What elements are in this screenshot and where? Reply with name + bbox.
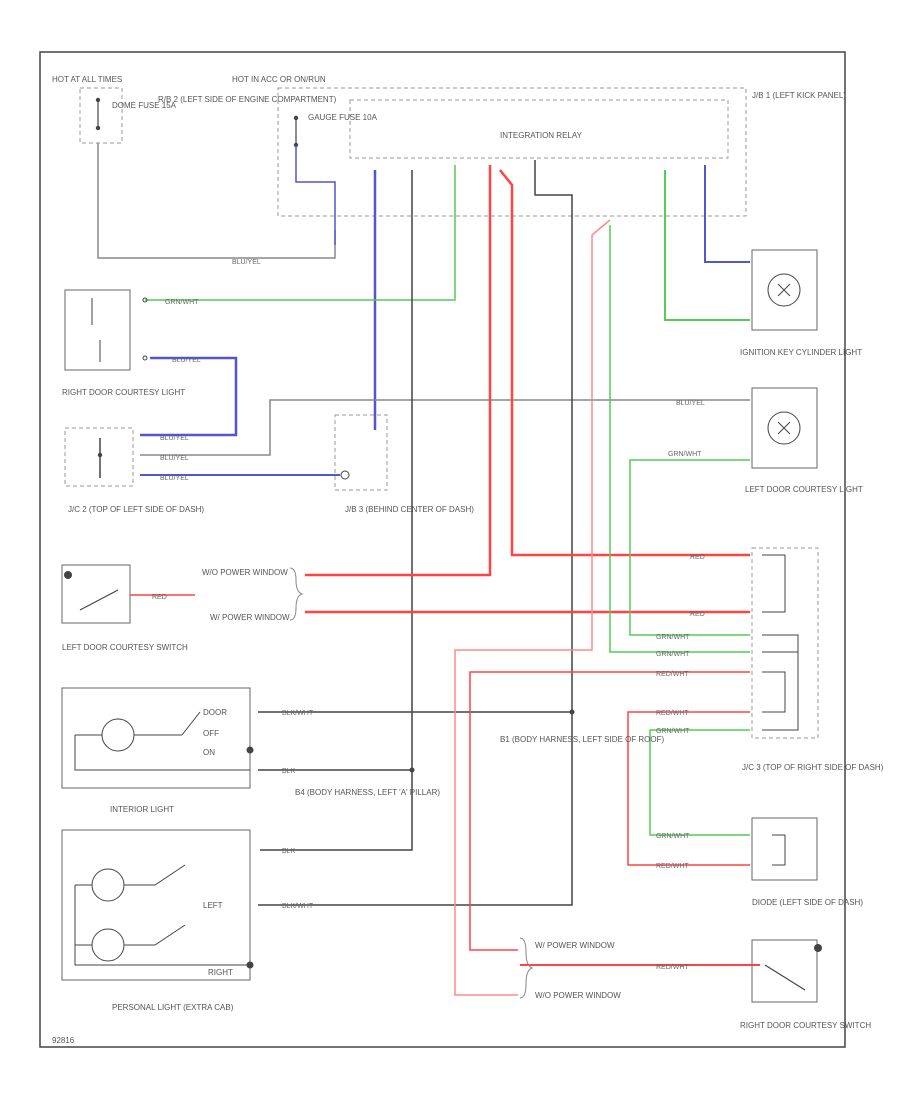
wire-label-red-wht-4: RED/WHT xyxy=(656,863,689,870)
label-wo-power-window: W/O POWER WINDOW xyxy=(202,568,288,577)
label-jc3: J/C 3 (TOP OF RIGHT SIDE OF DASH) xyxy=(742,763,884,772)
right-door-courtesy-switch: RIGHT DOOR COURTESY SWITCH xyxy=(740,939,871,1030)
wire-grn-ldcl-2 xyxy=(629,459,750,636)
wire-label-blu-yel-5: BLU/YEL xyxy=(160,475,189,482)
label-integration-relay: INTEGRATION RELAY xyxy=(500,131,583,140)
wire-label-red-1: RED xyxy=(152,594,167,601)
label-b1: B1 (BODY HARNESS, LEFT SIDE OF ROOF) xyxy=(500,735,665,744)
wire-red-diode-3 xyxy=(627,711,750,866)
junction-connector-jc2: J/C 2 (TOP OF LEFT SIDE OF DASH) xyxy=(64,427,204,514)
left-door-courtesy-light: LEFT DOOR COURTESY LIGHT xyxy=(745,387,863,494)
label-jb3: J/B 3 (BEHIND CENTER OF DASH) xyxy=(345,505,474,514)
wire-grn-ldcl xyxy=(609,225,750,653)
wire-grn-ikl xyxy=(664,170,750,321)
wire-grn-diode xyxy=(649,729,750,836)
wire-label-blu-yel-2: BLU/YEL xyxy=(172,357,201,364)
label-gauge-fuse: GAUGE FUSE 10A xyxy=(308,113,378,122)
label-hot-acc-run: HOT IN ACC OR ON/RUN xyxy=(232,75,326,84)
label-w-power-window-lower: W/ POWER WINDOW xyxy=(535,941,615,950)
wire-red-diode-2 xyxy=(469,671,750,951)
diagram-code: 92816 xyxy=(52,1036,75,1045)
wire-label-blu-yel-4: BLU/YEL xyxy=(160,455,189,462)
label-interior-light-off: OFF xyxy=(203,729,219,738)
wire-label-red-wht-2: RED/WHT xyxy=(656,964,689,971)
wire-blu-yel-jb xyxy=(295,145,336,245)
junction-block-jb1: HOT IN ACC OR ON/RUN GAUGE FUSE 10A INTE… xyxy=(232,75,846,217)
wire-label-red-3: RED xyxy=(690,611,705,618)
wire-blu-jc2-gray xyxy=(140,399,750,456)
label-personal-left: LEFT xyxy=(203,901,223,910)
label-interior-light-door: DOOR xyxy=(203,708,227,717)
wire-label-blk-2: BLK xyxy=(282,848,296,855)
wire-label-grn-wht-2: GRN/WHT xyxy=(668,451,702,458)
wire-label-blu-yel-6: BLU/YEL xyxy=(676,400,705,407)
fuse-block-rb2: HOT AT ALL TIMES DOME FUSE 15A R/B 2 (LE… xyxy=(52,75,337,144)
wire-blu-ikl xyxy=(704,165,750,263)
wire-label-grn-wht-6: GRN/WHT xyxy=(656,833,690,840)
junction-block-jb3: J/B 3 (BEHIND CENTER OF DASH) xyxy=(334,414,474,514)
label-right-door-courtesy-switch: RIGHT DOOR COURTESY SWITCH xyxy=(740,1021,871,1030)
wire-label-blk-1: BLK xyxy=(282,768,296,775)
wire-pink-diode-1 xyxy=(454,219,611,996)
wire-red-wo-pw xyxy=(305,165,492,577)
wire-blk-b1 xyxy=(258,160,573,906)
interior-light: DOOR OFF ON INTERIOR LIGHT xyxy=(61,687,254,814)
wire-blk-b4 xyxy=(260,170,413,851)
label-personal-right: RIGHT xyxy=(208,968,233,977)
label-interior-light: INTERIOR LIGHT xyxy=(110,805,174,814)
junction-connector-jc3: J/C 3 (TOP OF RIGHT SIDE OF DASH) xyxy=(742,547,884,772)
label-dome-fuse: DOME FUSE 15A xyxy=(112,101,177,110)
label-w-power-window: W/ POWER WINDOW xyxy=(210,613,290,622)
wire-red-jc3 xyxy=(499,169,750,557)
label-diode: DIODE (LEFT SIDE OF DASH) xyxy=(752,898,863,907)
wire-label-red-2: RED xyxy=(690,554,705,561)
label-rb2: R/B 2 (LEFT SIDE OF ENGINE COMPARTMENT) xyxy=(158,95,337,104)
label-personal-light: PERSONAL LIGHT (EXTRA CAB) xyxy=(112,1003,234,1012)
personal-light: LEFT RIGHT PERSONAL LIGHT (EXTRA CAB) xyxy=(61,829,254,1012)
wire-label-grn-wht-4: GRN/WHT xyxy=(656,651,690,658)
label-interior-light-on: ON xyxy=(203,748,215,757)
label-jb1: J/B 1 (LEFT KICK PANEL) xyxy=(752,91,846,100)
wire-grn-rdcl xyxy=(145,165,456,301)
wire-label-red-wht-3: RED/WHT xyxy=(656,710,689,717)
label-wo-power-window-lower: W/O POWER WINDOW xyxy=(535,991,621,1000)
wire-label-blk-wht-2: BLK/WHT xyxy=(282,903,314,910)
wire-label-blk-wht-1: BLK/WHT xyxy=(282,710,314,717)
label-ignition-key-light: IGNITION KEY CYLINDER LIGHT xyxy=(740,348,862,357)
wire-label-red-wht-1: RED/WHT xyxy=(656,671,689,678)
ignition-key-cylinder-light: IGNITION KEY CYLINDER LIGHT xyxy=(740,249,862,357)
diagram-frame xyxy=(39,51,846,1048)
label-right-door-courtesy-light: RIGHT DOOR COURTESY LIGHT xyxy=(62,388,185,397)
label-b4: B4 (BODY HARNESS, LEFT 'A' PILLAR) xyxy=(295,788,440,797)
right-door-courtesy-light: RIGHT DOOR COURTESY LIGHT xyxy=(62,289,185,397)
wire-label-grn-wht-5: GRN/WHT xyxy=(656,728,690,735)
label-left-door-courtesy-switch: LEFT DOOR COURTESY SWITCH xyxy=(62,643,188,652)
wire-label-blu-yel-1: BLU/YEL xyxy=(232,259,261,266)
label-hot-all-times: HOT AT ALL TIMES xyxy=(52,75,122,84)
wire-label-blu-yel-3: BLU/YEL xyxy=(160,435,189,442)
label-left-door-courtesy-light: LEFT DOOR COURTESY LIGHT xyxy=(745,485,863,494)
label-jc2: J/C 2 (TOP OF LEFT SIDE OF DASH) xyxy=(68,505,204,514)
diode: DIODE (LEFT SIDE OF DASH) xyxy=(751,817,863,907)
left-door-courtesy-switch: LEFT DOOR COURTESY SWITCH xyxy=(61,564,188,652)
wire-label-grn-wht-1: GRN/WHT xyxy=(165,299,199,306)
wire-blu-yel-dome xyxy=(97,143,336,259)
wire-blu-rdcl xyxy=(140,356,238,437)
wire-label-grn-wht-3: GRN/WHT xyxy=(656,634,690,641)
